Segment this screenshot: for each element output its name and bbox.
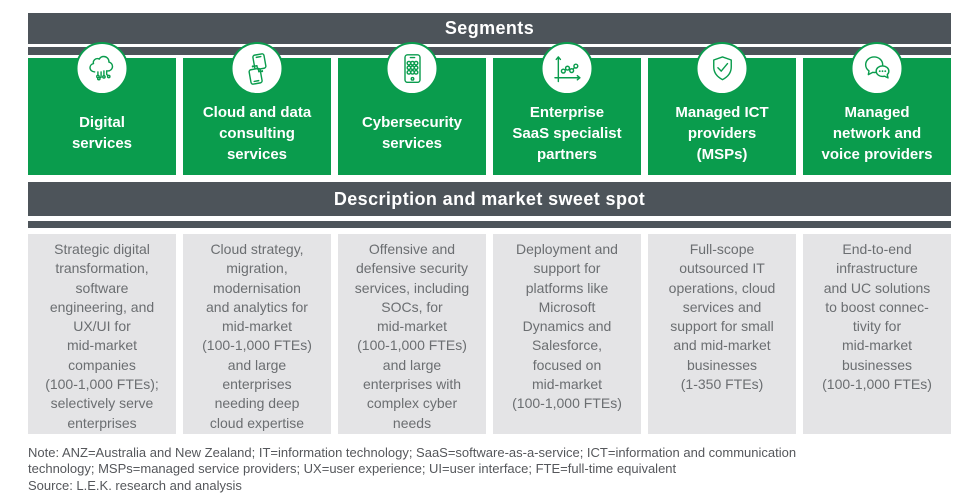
description-column-enterprise-saas: Deployment and support for platforms lik… (493, 234, 641, 434)
segments-header-bar: Segments (28, 13, 951, 44)
segment-column-digital-services: Digital services (28, 42, 176, 175)
segment-label: Managed network and voice providers (821, 103, 933, 163)
segments-title: Segments (444, 18, 535, 38)
icon-circle (230, 42, 284, 95)
segment-column-managed-ict: Managed ICT providers (MSPs) (648, 42, 796, 175)
segments-row: Digital services Clou (28, 42, 951, 175)
line-chart-icon (553, 55, 581, 82)
icon-circle (850, 42, 904, 95)
description-column-managed-ict: Full-scope outsourced IT operations, clo… (648, 234, 796, 434)
description-column-digital-services: Strategic digital transformation, softwa… (28, 234, 176, 434)
icon-circle (695, 42, 749, 95)
shield-check-icon (712, 55, 732, 80)
mid-divider-bar (28, 221, 951, 228)
segment-column-cybersecurity: Cybersecurity services (338, 42, 486, 175)
description-header-bar: Description and market sweet spot (28, 182, 951, 216)
segment-label: Cybersecurity services (361, 114, 463, 152)
description-column-cloud-data-consulting: Cloud strategy, migration, modernisation… (183, 234, 331, 434)
icon-circle (75, 42, 129, 95)
description-column-managed-network-voice: End-to-end infrastructure and UC solutio… (803, 234, 951, 434)
icon-circle (540, 42, 594, 95)
source-note: Source: L.E.K. research and analysis (28, 478, 242, 493)
top-divider-bar (28, 47, 951, 55)
description-column-cybersecurity: Offensive and defensive security service… (338, 234, 486, 434)
icon-circle (385, 42, 439, 95)
segment-column-managed-network-voice: Managed network and voice providers (803, 42, 951, 175)
segment-label: Enterprise SaaS specialist partners (512, 103, 622, 163)
segment-label: Managed ICT providers (MSPs) (675, 103, 769, 163)
footer: Note: ANZ=Australia and New Zealand; IT=… (28, 445, 951, 494)
segment-label: Digital services (71, 114, 133, 152)
segment-column-cloud-data-consulting: Cloud and data consulting services (183, 42, 331, 175)
description-title: Description and market sweet spot (333, 188, 646, 209)
descriptions-row: Strategic digital transformation, softwa… (28, 234, 951, 434)
segment-column-enterprise-saas: Enterprise SaaS specialist partners (493, 42, 641, 175)
chat-bubbles-icon (864, 55, 890, 79)
phone-keypad-icon (403, 53, 421, 83)
devices-sync-icon (247, 52, 267, 85)
footnote: Note: ANZ=Australia and New Zealand; IT=… (28, 445, 797, 476)
cloud-circuit-icon (88, 55, 113, 80)
content-area: Segments Digital services (28, 0, 951, 494)
segment-label: Cloud and data consulting services (202, 103, 312, 163)
